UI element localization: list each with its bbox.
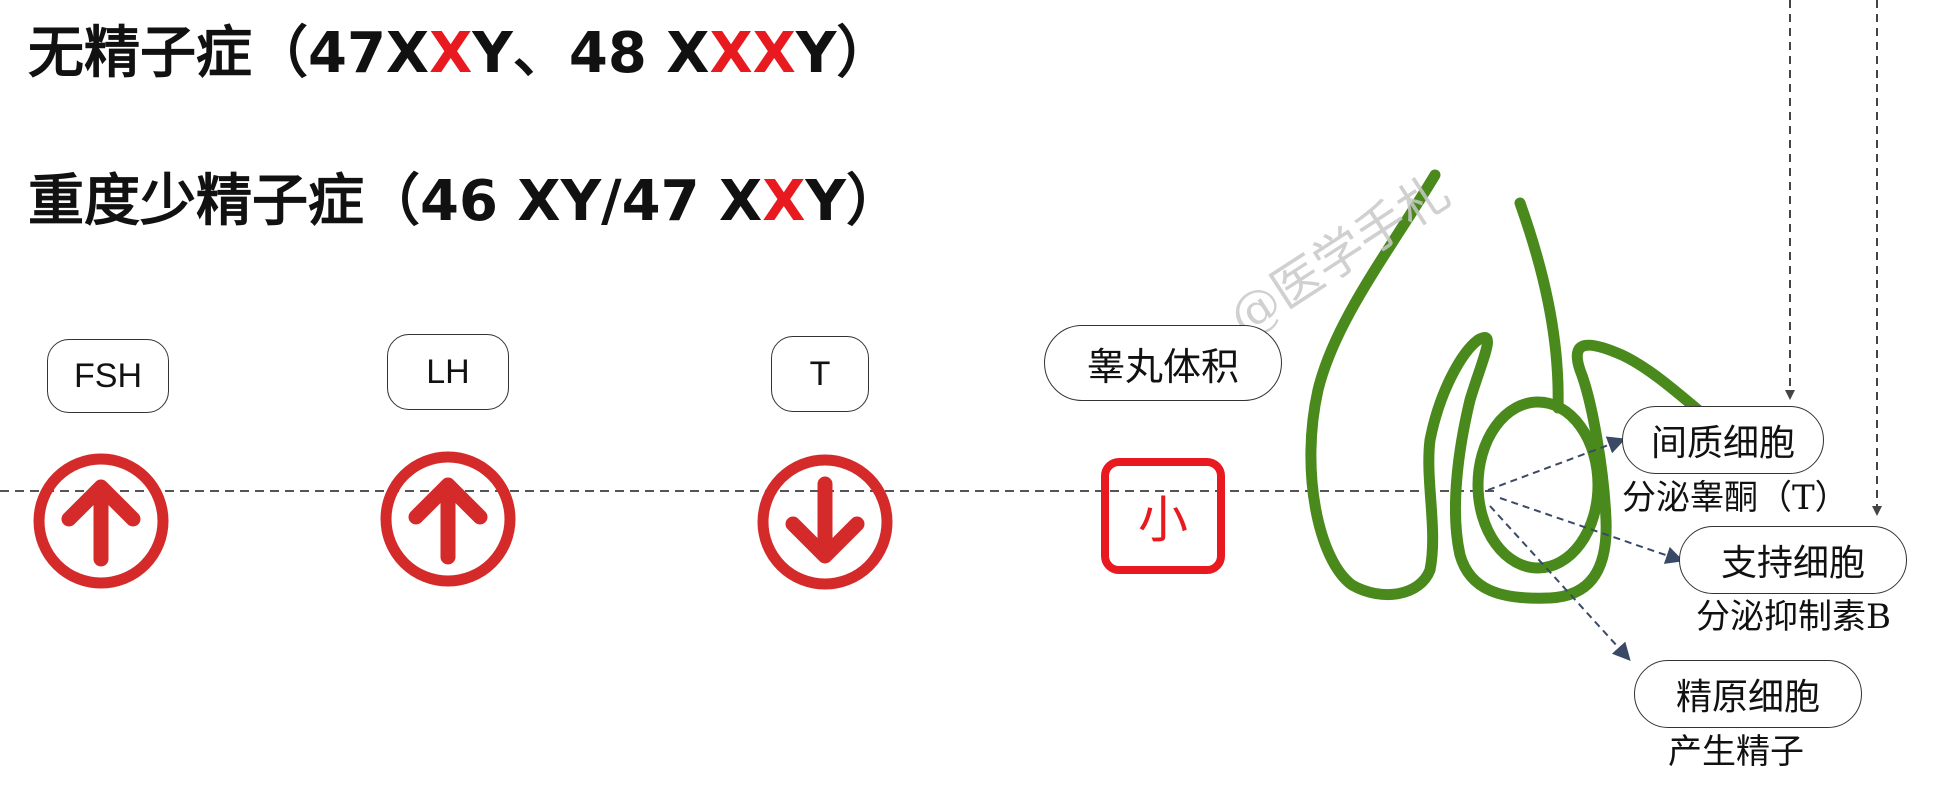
- hormone-label-fsh: FSH: [47, 339, 169, 413]
- title-2-red-1: X: [762, 169, 806, 234]
- spermatogonia-label: 精原细胞: [1634, 660, 1862, 728]
- title-1-mid: Y、48 X: [472, 21, 710, 86]
- leydig-cell-caption: 分泌睾酮（T）: [1622, 478, 1849, 518]
- title-2-prefix: 重度少精子症（46 XY/47 X: [28, 169, 763, 234]
- t-down-arrow-icon: [757, 454, 893, 590]
- title-1-red-2: XX: [709, 21, 796, 86]
- hormone-label-t: T: [771, 336, 869, 412]
- title-2-suffix: Y）: [805, 169, 902, 234]
- sertoli-cell-caption: 分泌抑制素B: [1696, 597, 1891, 637]
- hormone-label-lh: LH: [387, 334, 509, 410]
- arrow-to-sertoli: [1499, 497, 1684, 564]
- testis-volume-label: 睾丸体积: [1044, 325, 1282, 401]
- sertoli-cell-label: 支持细胞: [1679, 526, 1907, 594]
- title-azoospermia: 无精子症（47XXY、48 XXXY）: [28, 26, 892, 82]
- title-1-suffix: Y）: [795, 21, 893, 86]
- testis-drawing: [1305, 169, 1716, 604]
- fsh-up-arrow-icon: [33, 453, 169, 589]
- lh-up-arrow-icon: [380, 451, 516, 587]
- arrow-to-spermatogonia: [1489, 505, 1631, 661]
- spermatogonia-caption: 产生精子: [1668, 732, 1804, 772]
- title-1-prefix: 无精子症（47X: [28, 21, 430, 86]
- testis-volume-small-box: 小: [1101, 458, 1225, 574]
- leydig-cell-label: 间质细胞: [1622, 406, 1824, 474]
- title-severe-oligospermia: 重度少精子症（46 XY/47 XXY）: [28, 174, 902, 230]
- title-1-red-1: X: [429, 21, 473, 86]
